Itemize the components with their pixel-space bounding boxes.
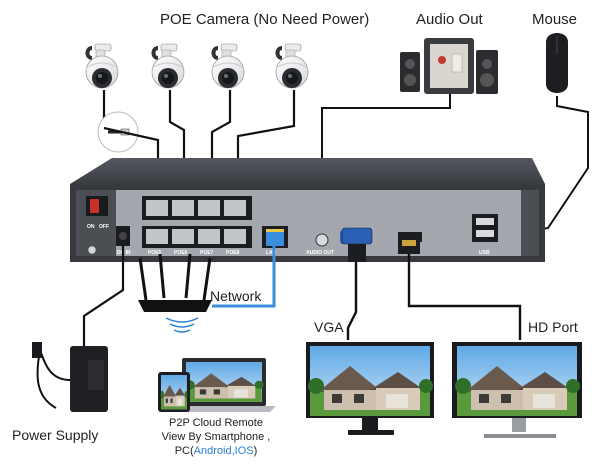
lan-plug	[266, 232, 284, 246]
p2p-line-3-accent: Android,IOS	[194, 445, 254, 457]
mouse-label: Mouse	[532, 11, 577, 28]
poe7-label: POE7	[200, 250, 214, 256]
mouse-device	[546, 33, 568, 93]
on-label: ON	[87, 224, 95, 230]
poe8-label: POE8	[226, 250, 240, 256]
laptop-and-phone	[158, 358, 276, 412]
usb-label: USB	[479, 250, 490, 256]
lan-label: LAN	[266, 250, 277, 256]
hd-port-label: HD Port	[528, 319, 578, 335]
vga-cable	[341, 227, 373, 340]
poe5-label: POE5	[148, 250, 162, 256]
poe-camera-2	[150, 42, 186, 90]
p2p-line-3-prefix: PC(	[175, 445, 194, 457]
audio-out-label: Audio Out	[416, 11, 484, 28]
poe-camera-3	[210, 42, 246, 90]
vga-monitor	[306, 342, 434, 435]
network-label: Network	[210, 288, 262, 304]
p2p-line-3: PC(Android,IOS)	[175, 445, 258, 457]
hdmi-cable	[398, 238, 522, 340]
network-cable	[212, 244, 276, 308]
power-supply-label: Power Supply	[12, 427, 98, 443]
speaker-set	[400, 38, 498, 94]
router	[138, 253, 212, 333]
poe-camera-label: POE Camera (No Need Power)	[160, 11, 369, 28]
poe-camera-1	[84, 42, 120, 90]
poe-camera-4	[274, 42, 310, 90]
camera-cables	[97, 90, 296, 180]
nvr-recorder: ON OFF DC IN POE5 POE6 POE7 POE8 LAN AUD…	[70, 158, 545, 262]
hd-monitor	[452, 342, 582, 438]
power-adapter	[32, 246, 125, 412]
audio-port-label: AUDIO OUT	[306, 250, 334, 256]
off-label: OFF	[99, 224, 109, 230]
p2p-line-1: P2P Cloud Remote	[169, 417, 263, 429]
vga-label: VGA	[314, 319, 344, 335]
p2p-line-2: View By Smartphone ,	[162, 431, 271, 443]
p2p-line-3-suffix: )	[254, 445, 258, 457]
poe6-label: POE6	[174, 250, 188, 256]
